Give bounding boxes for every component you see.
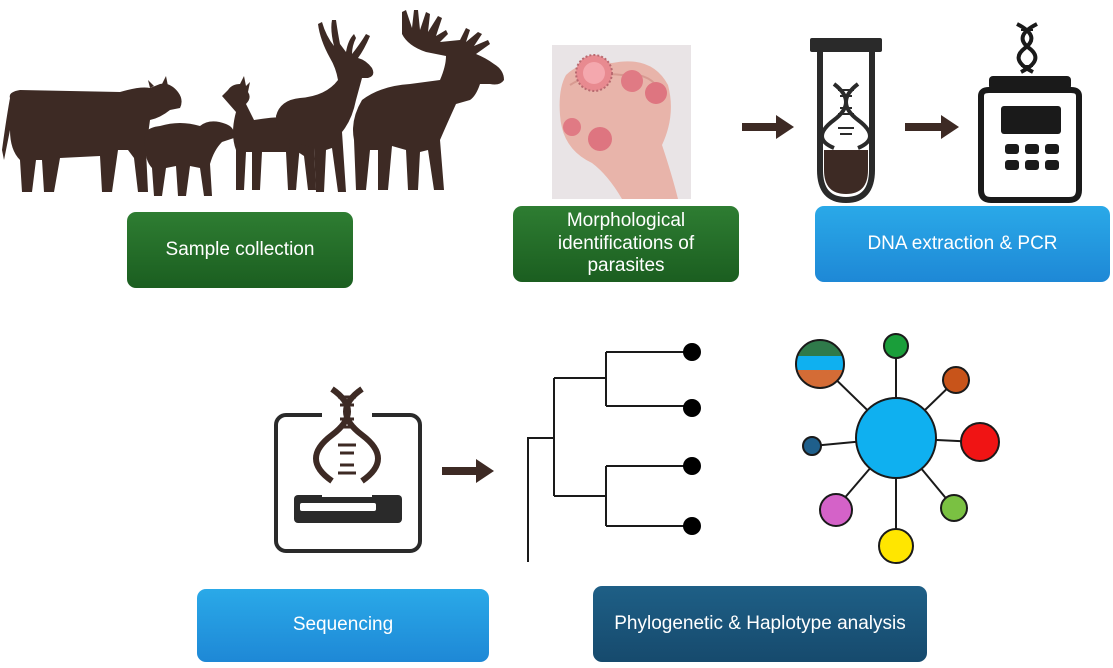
phylogenetic-label: Phylogenetic & Haplotype analysis [593, 586, 927, 662]
sequencing-label: Sequencing [197, 589, 489, 662]
dna-tube-icon [810, 38, 882, 204]
sequencer-icon [274, 386, 422, 553]
phylogenetic-tree-icon [527, 343, 701, 562]
arrow-icon [905, 115, 959, 139]
parasite-photo [552, 45, 691, 199]
pcr-machine-icon [978, 22, 1082, 203]
sample-collection-label: Sample collection [127, 212, 353, 288]
animal-silhouettes-icon [2, 10, 504, 196]
arrow-icon [442, 459, 494, 483]
arrow-icon [742, 115, 794, 139]
haplotype-network-icon [795, 333, 1000, 564]
morphological-label: Morphological identifications of parasit… [513, 206, 739, 282]
dna-extraction-label: DNA extraction & PCR [815, 206, 1110, 282]
